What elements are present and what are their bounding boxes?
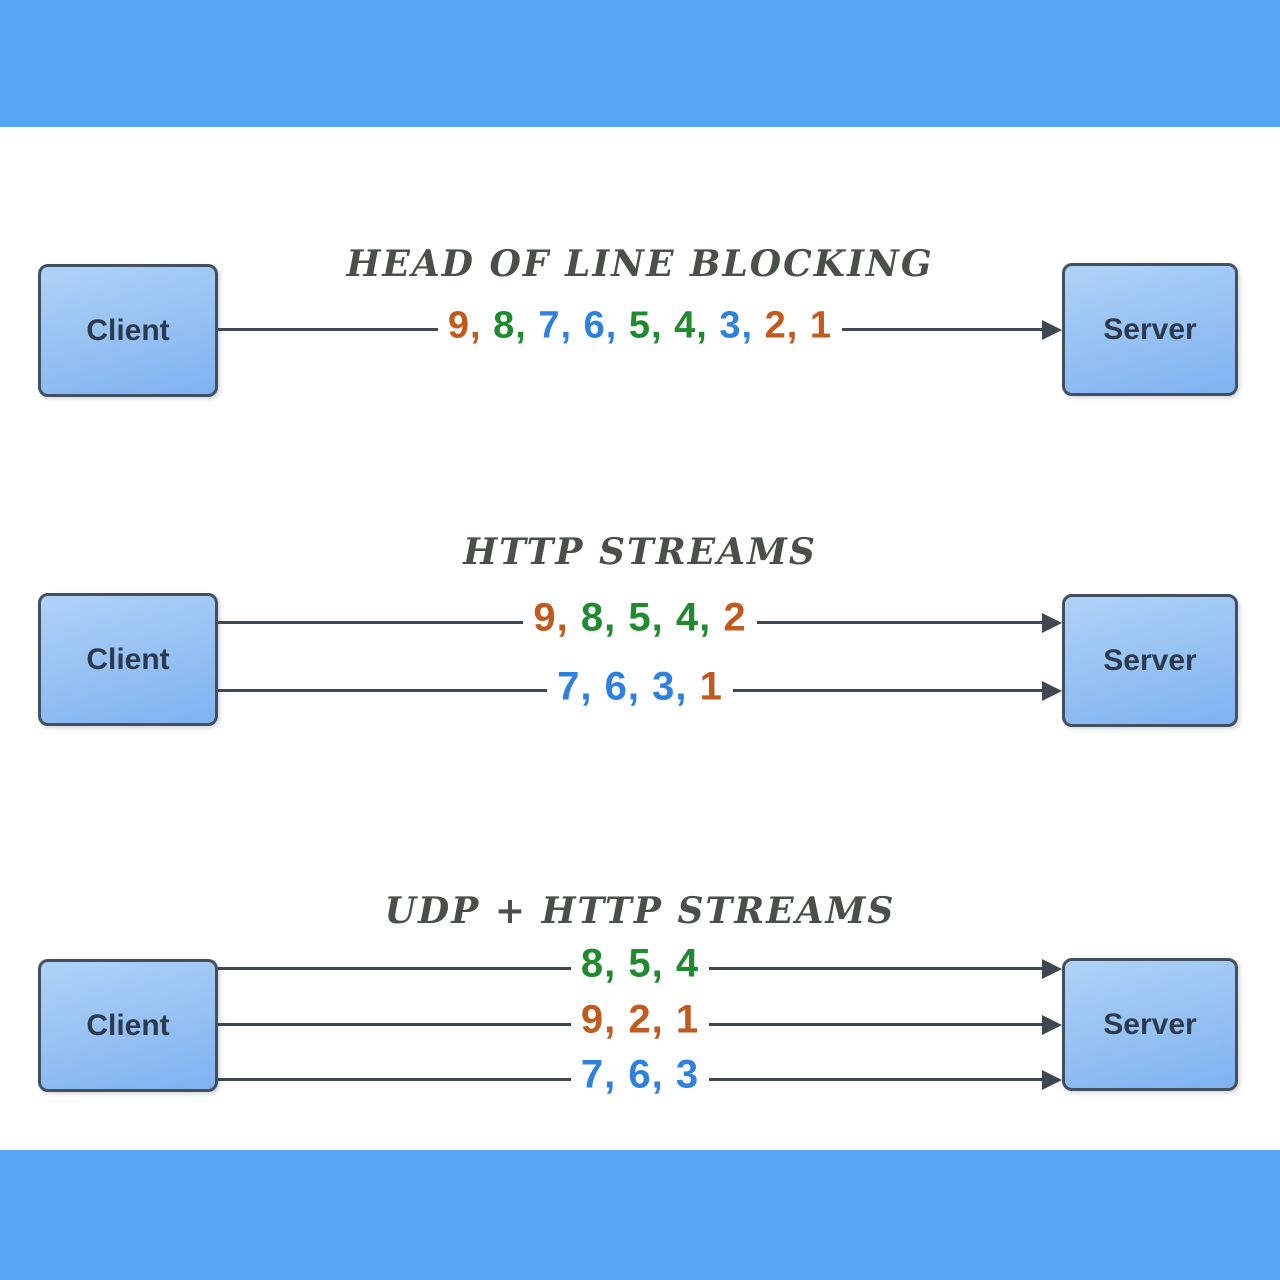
server-label: Server [1103, 643, 1197, 677]
arrow-line-stream-b [218, 689, 1042, 692]
stream-number: 6, [583, 304, 629, 347]
stream-number: 5, [628, 304, 675, 347]
stream-number: 4, [675, 595, 724, 640]
server-label: Server [1103, 312, 1197, 346]
arrow-line-hol [218, 328, 1042, 331]
arrow-line-udp-b [218, 1023, 1042, 1026]
stream-number: 1 [699, 664, 723, 709]
stream-number: 4 [675, 941, 700, 986]
server-box-2: Server [1062, 594, 1238, 727]
section-title-http-streams: HTTP STREAMS [463, 531, 817, 573]
stream-number: 2, [628, 997, 676, 1042]
stream-number: 9, [447, 304, 494, 347]
client-box-2: Client [38, 593, 218, 726]
stream-number: 8, [493, 304, 539, 347]
stream-number: 7, [580, 1052, 629, 1097]
stream-number: 1 [809, 304, 833, 347]
stream-number: 4, [674, 304, 720, 347]
bottom-banner [0, 1150, 1280, 1280]
arrow-line-udp-c [218, 1078, 1042, 1081]
stream-token-row: 8, 5, 4 [570, 941, 710, 986]
stream-number: 2 [723, 595, 747, 640]
stream-number: 8, [580, 941, 629, 986]
client-label: Client [86, 1008, 170, 1042]
top-banner [0, 0, 1280, 127]
stream-number: 5, [628, 941, 676, 986]
stream-token-row: 9, 8, 7, 6, 5, 4, 3, 2, 1 [437, 304, 843, 348]
stream-number: 5, [628, 595, 676, 640]
stream-number: 9, [580, 997, 629, 1042]
client-label: Client [86, 642, 170, 676]
stream-number: 7, [538, 304, 584, 347]
arrow-line-udp-a [218, 967, 1042, 970]
stream-number: 2, [764, 304, 810, 347]
stream-token-row: 9, 8, 5, 4, 2 [523, 595, 757, 640]
stream-token-row: 7, 6, 3 [570, 1052, 710, 1097]
stream-token-row: 7, 6, 3, 1 [547, 664, 733, 709]
client-box-1: Client [38, 264, 218, 397]
server-box-3: Server [1062, 958, 1238, 1091]
stream-number: 3, [652, 664, 700, 709]
stream-number: 7, [557, 664, 605, 709]
section-title-head-of-line-blocking: HEAD OF LINE BLOCKING [346, 243, 934, 285]
stream-number: 6, [604, 664, 653, 709]
arrow-line-stream-a [218, 621, 1042, 624]
client-box-3: Client [38, 959, 218, 1092]
stream-number: 3 [675, 1052, 700, 1097]
section-title-udp-http-streams: UDP + HTTP STREAMS [384, 890, 896, 932]
server-box-1: Server [1062, 263, 1238, 396]
stream-number: 1 [675, 997, 700, 1042]
stream-number: 3, [719, 304, 765, 347]
stream-number: 6, [628, 1052, 676, 1097]
stream-token-row: 9, 2, 1 [570, 997, 710, 1042]
server-label: Server [1103, 1007, 1197, 1041]
stream-number: 9, [533, 595, 581, 640]
client-label: Client [86, 313, 170, 347]
stream-number: 8, [580, 595, 629, 640]
